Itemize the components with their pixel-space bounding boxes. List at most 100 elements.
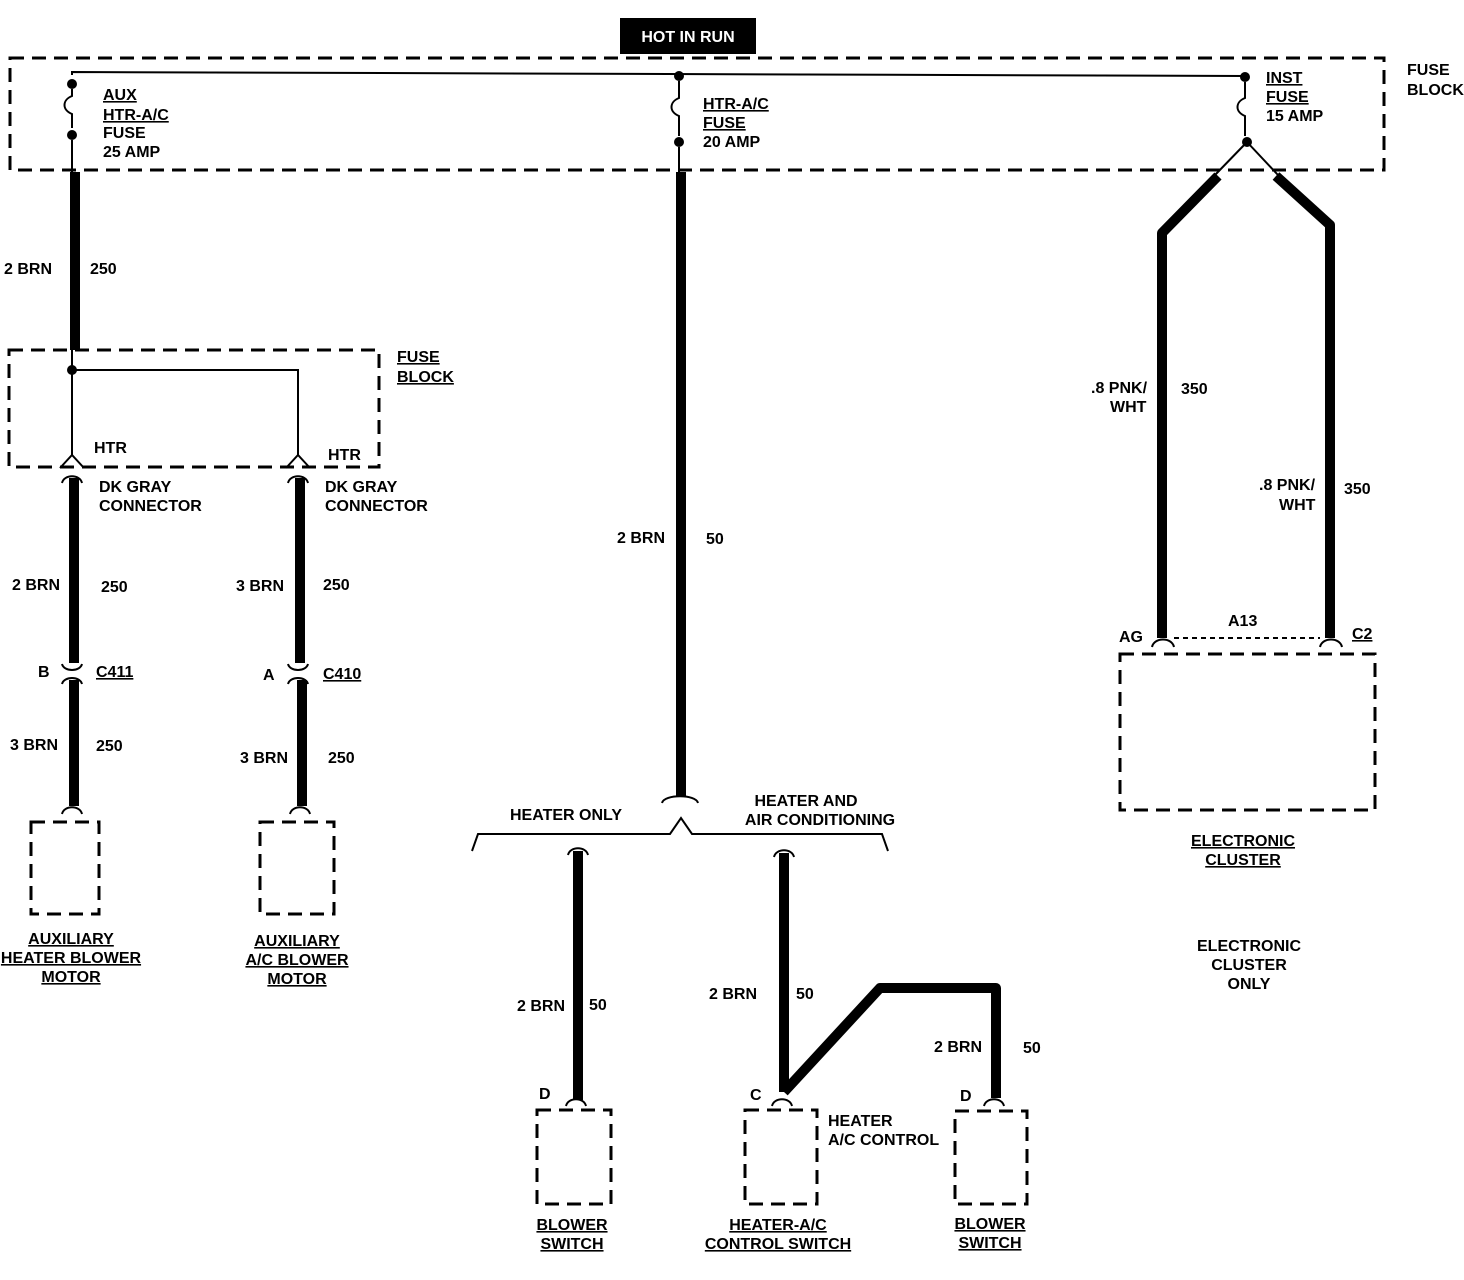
- svg-text:AUXILIARY: AUXILIARY: [28, 931, 114, 948]
- wire-hvac-control: 2 BRN 50 C: [709, 849, 1001, 1107]
- svg-text:CONNECTOR: CONNECTOR: [99, 498, 202, 515]
- svg-text:FUSE: FUSE: [103, 125, 146, 142]
- svg-text:CONNECTOR: CONNECTOR: [325, 498, 428, 515]
- aux-heater-blower-motor: AUXILIARY HEATER BLOWER MOTOR: [1, 820, 142, 986]
- svg-text:2 BRN: 2 BRN: [934, 1039, 982, 1056]
- svg-text:B: B: [38, 664, 50, 681]
- svg-text:2 BRN: 2 BRN: [617, 530, 665, 547]
- svg-text:.8 PNK/: .8 PNK/: [1259, 477, 1316, 494]
- svg-text:250: 250: [90, 261, 117, 278]
- svg-text:HTR: HTR: [328, 447, 361, 464]
- svg-text:.8 PNK/: .8 PNK/: [1091, 380, 1148, 397]
- svg-text:DK GRAY: DK GRAY: [325, 479, 398, 496]
- svg-text:AIR CONDITIONING: AIR CONDITIONING: [745, 812, 895, 829]
- fuse-aux-htr-ac: AUX HTR-A/C FUSE 25 AMP: [63, 79, 169, 172]
- svg-text:3 BRN: 3 BRN: [236, 578, 284, 595]
- svg-text:A/C BLOWER: A/C BLOWER: [245, 952, 349, 969]
- svg-text:250: 250: [101, 579, 128, 596]
- svg-text:C411: C411: [96, 664, 133, 681]
- power-bus: [71, 70, 1246, 77]
- wire-blower-switch-2: 2 BRN 50 D: [934, 1039, 1041, 1107]
- svg-text:HOT IN RUN: HOT IN RUN: [641, 29, 734, 46]
- svg-text:350: 350: [1181, 381, 1208, 398]
- svg-text:HEATER AND: HEATER AND: [754, 793, 857, 810]
- svg-text:15 AMP: 15 AMP: [1266, 108, 1324, 125]
- svg-text:AUX: AUX: [103, 87, 137, 104]
- svg-text:DK GRAY: DK GRAY: [99, 479, 172, 496]
- svg-text:HEATER ONLY: HEATER ONLY: [510, 807, 622, 824]
- svg-text:A/C CONTROL: A/C CONTROL: [828, 1132, 939, 1149]
- svg-text:2 BRN: 2 BRN: [4, 261, 52, 278]
- wire-aux-main: 2 BRN 250: [4, 172, 117, 350]
- svg-text:HEATER BLOWER: HEATER BLOWER: [1, 950, 142, 967]
- svg-text:AUXILIARY: AUXILIARY: [254, 933, 340, 950]
- svg-text:ELECTRONIC: ELECTRONIC: [1191, 833, 1295, 850]
- svg-text:2 BRN: 2 BRN: [709, 986, 757, 1003]
- svg-text:BLOCK: BLOCK: [397, 369, 454, 386]
- electronic-cluster: ELECTRONIC CLUSTER: [1118, 652, 1377, 869]
- branch-brace: HEATER ONLY HEATER AND AIR CONDITIONING: [471, 793, 895, 852]
- svg-text:3 BRN: 3 BRN: [10, 737, 58, 754]
- blower-switch-2: BLOWER SWITCH: [953, 1109, 1029, 1252]
- svg-text:2 BRN: 2 BRN: [12, 577, 60, 594]
- svg-text:SWITCH: SWITCH: [958, 1235, 1021, 1252]
- svg-text:25 AMP: 25 AMP: [103, 144, 161, 161]
- svg-text:INST: INST: [1266, 70, 1303, 87]
- heater-ac-control-switch: HEATER A/C CONTROL HEATER-A/C CONTROL SW…: [705, 1108, 939, 1253]
- svg-text:CONTROL SWITCH: CONTROL SWITCH: [705, 1236, 851, 1253]
- svg-text:50: 50: [796, 986, 814, 1003]
- svg-text:3 BRN: 3 BRN: [240, 750, 288, 767]
- svg-text:WHT: WHT: [1279, 497, 1316, 514]
- svg-text:350: 350: [1344, 481, 1371, 498]
- svg-text:C: C: [750, 1087, 762, 1104]
- svg-text:FUSE: FUSE: [397, 349, 440, 366]
- svg-text:WHT: WHT: [1110, 399, 1147, 416]
- svg-text:HEATER-A/C: HEATER-A/C: [729, 1217, 827, 1234]
- svg-text:FUSE: FUSE: [703, 115, 746, 132]
- wire-blower-switch-1: 2 BRN 50 D: [517, 847, 607, 1107]
- fuse-block-left: FUSE BLOCK HTR HTR: [7, 348, 454, 469]
- svg-text:A: A: [263, 667, 275, 684]
- svg-text:HTR-A/C: HTR-A/C: [703, 96, 769, 113]
- fuse-inst: INST FUSE 15 AMP: [1236, 70, 1324, 147]
- svg-text:FUSE: FUSE: [1266, 89, 1309, 106]
- svg-text:20 AMP: 20 AMP: [703, 134, 761, 151]
- svg-text:MOTOR: MOTOR: [267, 971, 327, 988]
- svg-text:C2: C2: [1352, 626, 1373, 643]
- wire-aux-heater-motor: DK GRAY CONNECTOR 2 BRN 250 B C411 3 BRN…: [10, 475, 202, 815]
- svg-text:250: 250: [323, 577, 350, 594]
- wire-cluster: .8 PNK/ WHT 350 .8 PNK/ WHT 350 AG A13 C…: [1091, 141, 1373, 648]
- svg-text:CLUSTER: CLUSTER: [1205, 852, 1281, 869]
- fuse-htr-ac: HTR-A/C FUSE 20 AMP: [670, 71, 769, 172]
- svg-text:ELECTRONIC: ELECTRONIC: [1197, 938, 1301, 955]
- svg-text:D: D: [539, 1086, 551, 1103]
- svg-text:50: 50: [706, 531, 724, 548]
- svg-text:BLOWER: BLOWER: [536, 1217, 608, 1234]
- svg-text:AG: AG: [1119, 629, 1143, 646]
- svg-text:HEATER: HEATER: [828, 1113, 893, 1130]
- svg-text:C410: C410: [323, 666, 361, 683]
- fuse-block-top-label-1: FUSE: [1407, 62, 1450, 79]
- wire-center: 2 BRN 50: [617, 172, 724, 804]
- aux-ac-blower-motor: AUXILIARY A/C BLOWER MOTOR: [245, 820, 349, 988]
- svg-text:MOTOR: MOTOR: [41, 969, 101, 986]
- svg-text:HTR-A/C: HTR-A/C: [103, 107, 169, 124]
- svg-text:BLOWER: BLOWER: [954, 1216, 1026, 1233]
- svg-text:2 BRN: 2 BRN: [517, 998, 565, 1015]
- hot-in-run-label: HOT IN RUN: [620, 18, 756, 54]
- svg-text:ONLY: ONLY: [1228, 976, 1271, 993]
- fuse-block-top-label-2: BLOCK: [1407, 82, 1464, 99]
- svg-text:CLUSTER: CLUSTER: [1211, 957, 1287, 974]
- svg-text:250: 250: [96, 738, 123, 755]
- svg-text:HTR: HTR: [94, 440, 127, 457]
- svg-text:250: 250: [328, 750, 355, 767]
- svg-text:50: 50: [1023, 1040, 1041, 1057]
- cluster-note: ELECTRONIC CLUSTER ONLY: [1197, 938, 1301, 993]
- svg-text:D: D: [960, 1088, 972, 1105]
- svg-text:A13: A13: [1228, 613, 1257, 630]
- svg-text:SWITCH: SWITCH: [540, 1236, 603, 1253]
- blower-switch-1: BLOWER SWITCH: [535, 1108, 613, 1253]
- wire-aux-ac-motor: DK GRAY CONNECTOR 3 BRN 250 A C410 3 BRN…: [236, 475, 428, 815]
- svg-text:50: 50: [589, 997, 607, 1014]
